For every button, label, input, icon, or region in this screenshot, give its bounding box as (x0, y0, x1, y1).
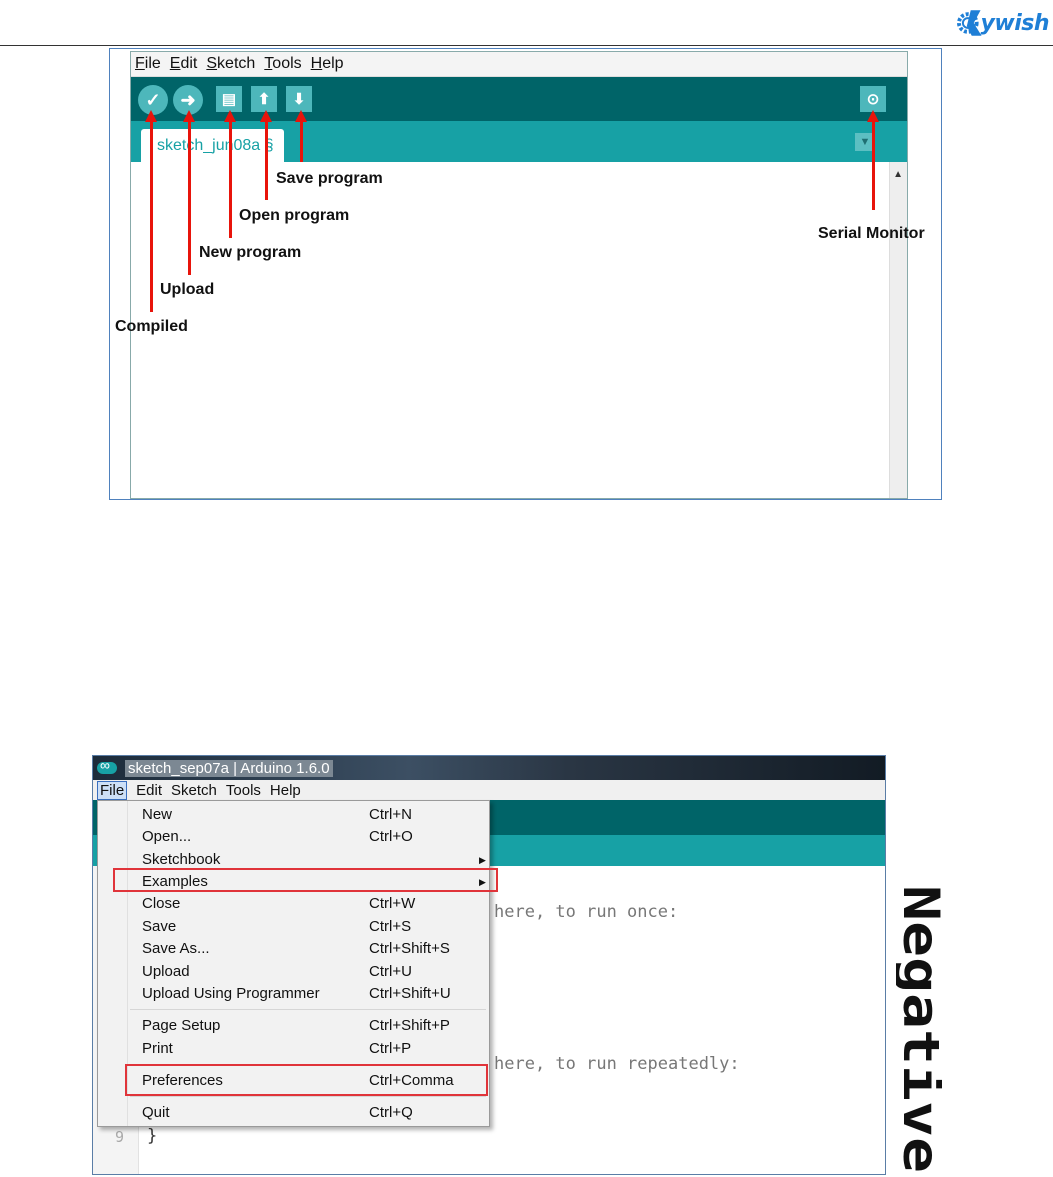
file-menu-screenshot: sketch_sep07a | Arduino 1.6.0 File Edit … (92, 755, 886, 1175)
line-number: 9 (115, 1128, 125, 1146)
shortcut-preferences: Ctrl+Comma (369, 1072, 454, 1089)
menu-bar: File Edit Sketch Tools Help (131, 52, 907, 77)
logo-text: ywish (980, 10, 1050, 36)
menu-sketch[interactable]: Sketch (206, 55, 256, 72)
tab-suffix: § (264, 137, 274, 154)
submenu-arrow-icon: ▶ (479, 877, 486, 887)
menu-item-examples[interactable]: Examples (142, 873, 208, 890)
shortcut-page-setup: Ctrl+Shift+P (369, 1017, 450, 1034)
label-upload: Upload (160, 281, 215, 298)
negative-text: Negative (896, 885, 942, 1173)
menu-help[interactable]: Help (310, 55, 344, 72)
menu-item-print[interactable]: Print (142, 1040, 173, 1057)
menu-bar: File Edit Sketch Tools Help (93, 780, 885, 800)
shortcut-save: Ctrl+S (369, 918, 412, 935)
menu-sketch[interactable]: Sketch (171, 781, 217, 799)
menu-item-quit[interactable]: Quit (142, 1104, 170, 1121)
scroll-up-icon[interactable]: ▲ (893, 169, 903, 180)
menu-edit[interactable]: Edit (136, 781, 163, 799)
menu-item-upload[interactable]: Upload (142, 963, 190, 980)
shortcut-quit: Ctrl+Q (369, 1104, 413, 1121)
tab-sketch[interactable]: sketch_jun08a § (141, 129, 284, 162)
submenu-arrow-icon: ▶ (479, 855, 486, 865)
serial-monitor-arrow (867, 110, 879, 210)
menu-help[interactable]: Help (269, 781, 301, 799)
code-closing-brace: } (147, 1126, 158, 1146)
menu-item-save-as[interactable]: Save As... (142, 940, 210, 957)
document-icon: ▤ (221, 91, 237, 108)
vertical-scrollbar[interactable] (889, 162, 907, 498)
serial-monitor-button[interactable]: ⊙ (860, 86, 886, 112)
label-open-program: Open program (239, 207, 350, 224)
triangle-down-icon: ▼ (859, 136, 871, 148)
shortcut-upload-using-programmer: Ctrl+Shift+U (369, 985, 451, 1002)
code-line-setup-comment: here, to run once: (494, 902, 679, 922)
menu-item-save[interactable]: Save (142, 918, 177, 935)
examples-highlight-box (113, 868, 498, 892)
compiled-arrow (145, 110, 157, 312)
tab-label: sketch_jun08a (157, 137, 261, 154)
arrow-right-icon: ➜ (180, 89, 196, 110)
page-header: ywish (0, 0, 1053, 46)
shortcut-upload: Ctrl+U (369, 963, 412, 980)
gear-k-icon (957, 10, 982, 36)
window-title: sketch_sep07a | Arduino 1.6.0 (125, 759, 333, 777)
menu-edit[interactable]: Edit (169, 55, 198, 72)
menu-item-upload-using-programmer[interactable]: Upload Using Programmer (142, 985, 320, 1002)
menu-icon-gutter (98, 801, 128, 1126)
menu-tools[interactable]: Tools (225, 781, 261, 799)
menu-separator (130, 1009, 486, 1010)
menu-item-open[interactable]: Open... (142, 828, 192, 845)
arrow-down-icon: ⬇ (292, 91, 306, 108)
arduino-logo-icon (97, 757, 117, 774)
label-compiled: Compiled (115, 318, 188, 335)
shortcut-new: Ctrl+N (369, 806, 412, 823)
tab-bar: sketch_jun08a § ▼ (131, 121, 907, 162)
shortcut-close: Ctrl+W (369, 895, 416, 912)
menu-item-page-setup[interactable]: Page Setup (142, 1017, 221, 1034)
shortcut-print: Ctrl+P (369, 1040, 412, 1057)
label-serial-monitor: Serial Monitor (818, 225, 925, 242)
file-menu-dropdown: New Ctrl+N Open... Ctrl+O Sketchbook ▶ E… (97, 800, 490, 1127)
new-button[interactable]: ▤ (216, 86, 242, 112)
menu-file[interactable]: File (135, 55, 161, 72)
menu-item-preferences[interactable]: Preferences (142, 1072, 223, 1089)
tab-menu-button[interactable]: ▼ (855, 133, 875, 151)
ide-toolbar-screenshot: File Edit Sketch Tools Help ✓ ➜ ▤ ⬆ ⬇ ⊙ … (109, 48, 942, 500)
negative-side-label: Negative (896, 885, 942, 1173)
menu-item-close[interactable]: Close (142, 895, 181, 912)
code-line-loop-comment: here, to run repeatedly: (494, 1054, 740, 1074)
arduino-ide-window: File Edit Sketch Tools Help ✓ ➜ ▤ ⬆ ⬇ ⊙ … (130, 51, 908, 499)
upload-button[interactable]: ➜ (173, 85, 203, 115)
shortcut-open: Ctrl+O (369, 828, 413, 845)
arrow-up-icon: ⬆ (257, 91, 271, 108)
magnifier-icon: ⊙ (866, 91, 880, 108)
preferences-highlight-box (125, 1064, 488, 1096)
menu-file[interactable]: File (97, 780, 128, 800)
upload-arrow (183, 110, 195, 275)
save-button[interactable]: ⬇ (286, 86, 312, 112)
menu-tools[interactable]: Tools (264, 55, 302, 72)
menu-item-sketchbook[interactable]: Sketchbook (142, 851, 221, 868)
toolbar: ✓ ➜ ▤ ⬆ ⬇ ⊙ (131, 77, 907, 121)
checkmark-icon: ✓ (145, 89, 161, 110)
window-title-bar: sketch_sep07a | Arduino 1.6.0 (93, 756, 885, 780)
keywish-logo: ywish (957, 4, 1050, 42)
open-button[interactable]: ⬆ (251, 86, 277, 112)
menu-separator (130, 1096, 486, 1097)
shortcut-save-as: Ctrl+Shift+S (369, 940, 450, 957)
label-save-program: Save program (276, 170, 383, 187)
open-program-arrow (260, 110, 272, 200)
new-program-arrow (224, 110, 236, 238)
save-program-arrow (295, 110, 307, 162)
menu-item-new[interactable]: New (142, 806, 173, 823)
label-new-program: New program (199, 244, 302, 261)
